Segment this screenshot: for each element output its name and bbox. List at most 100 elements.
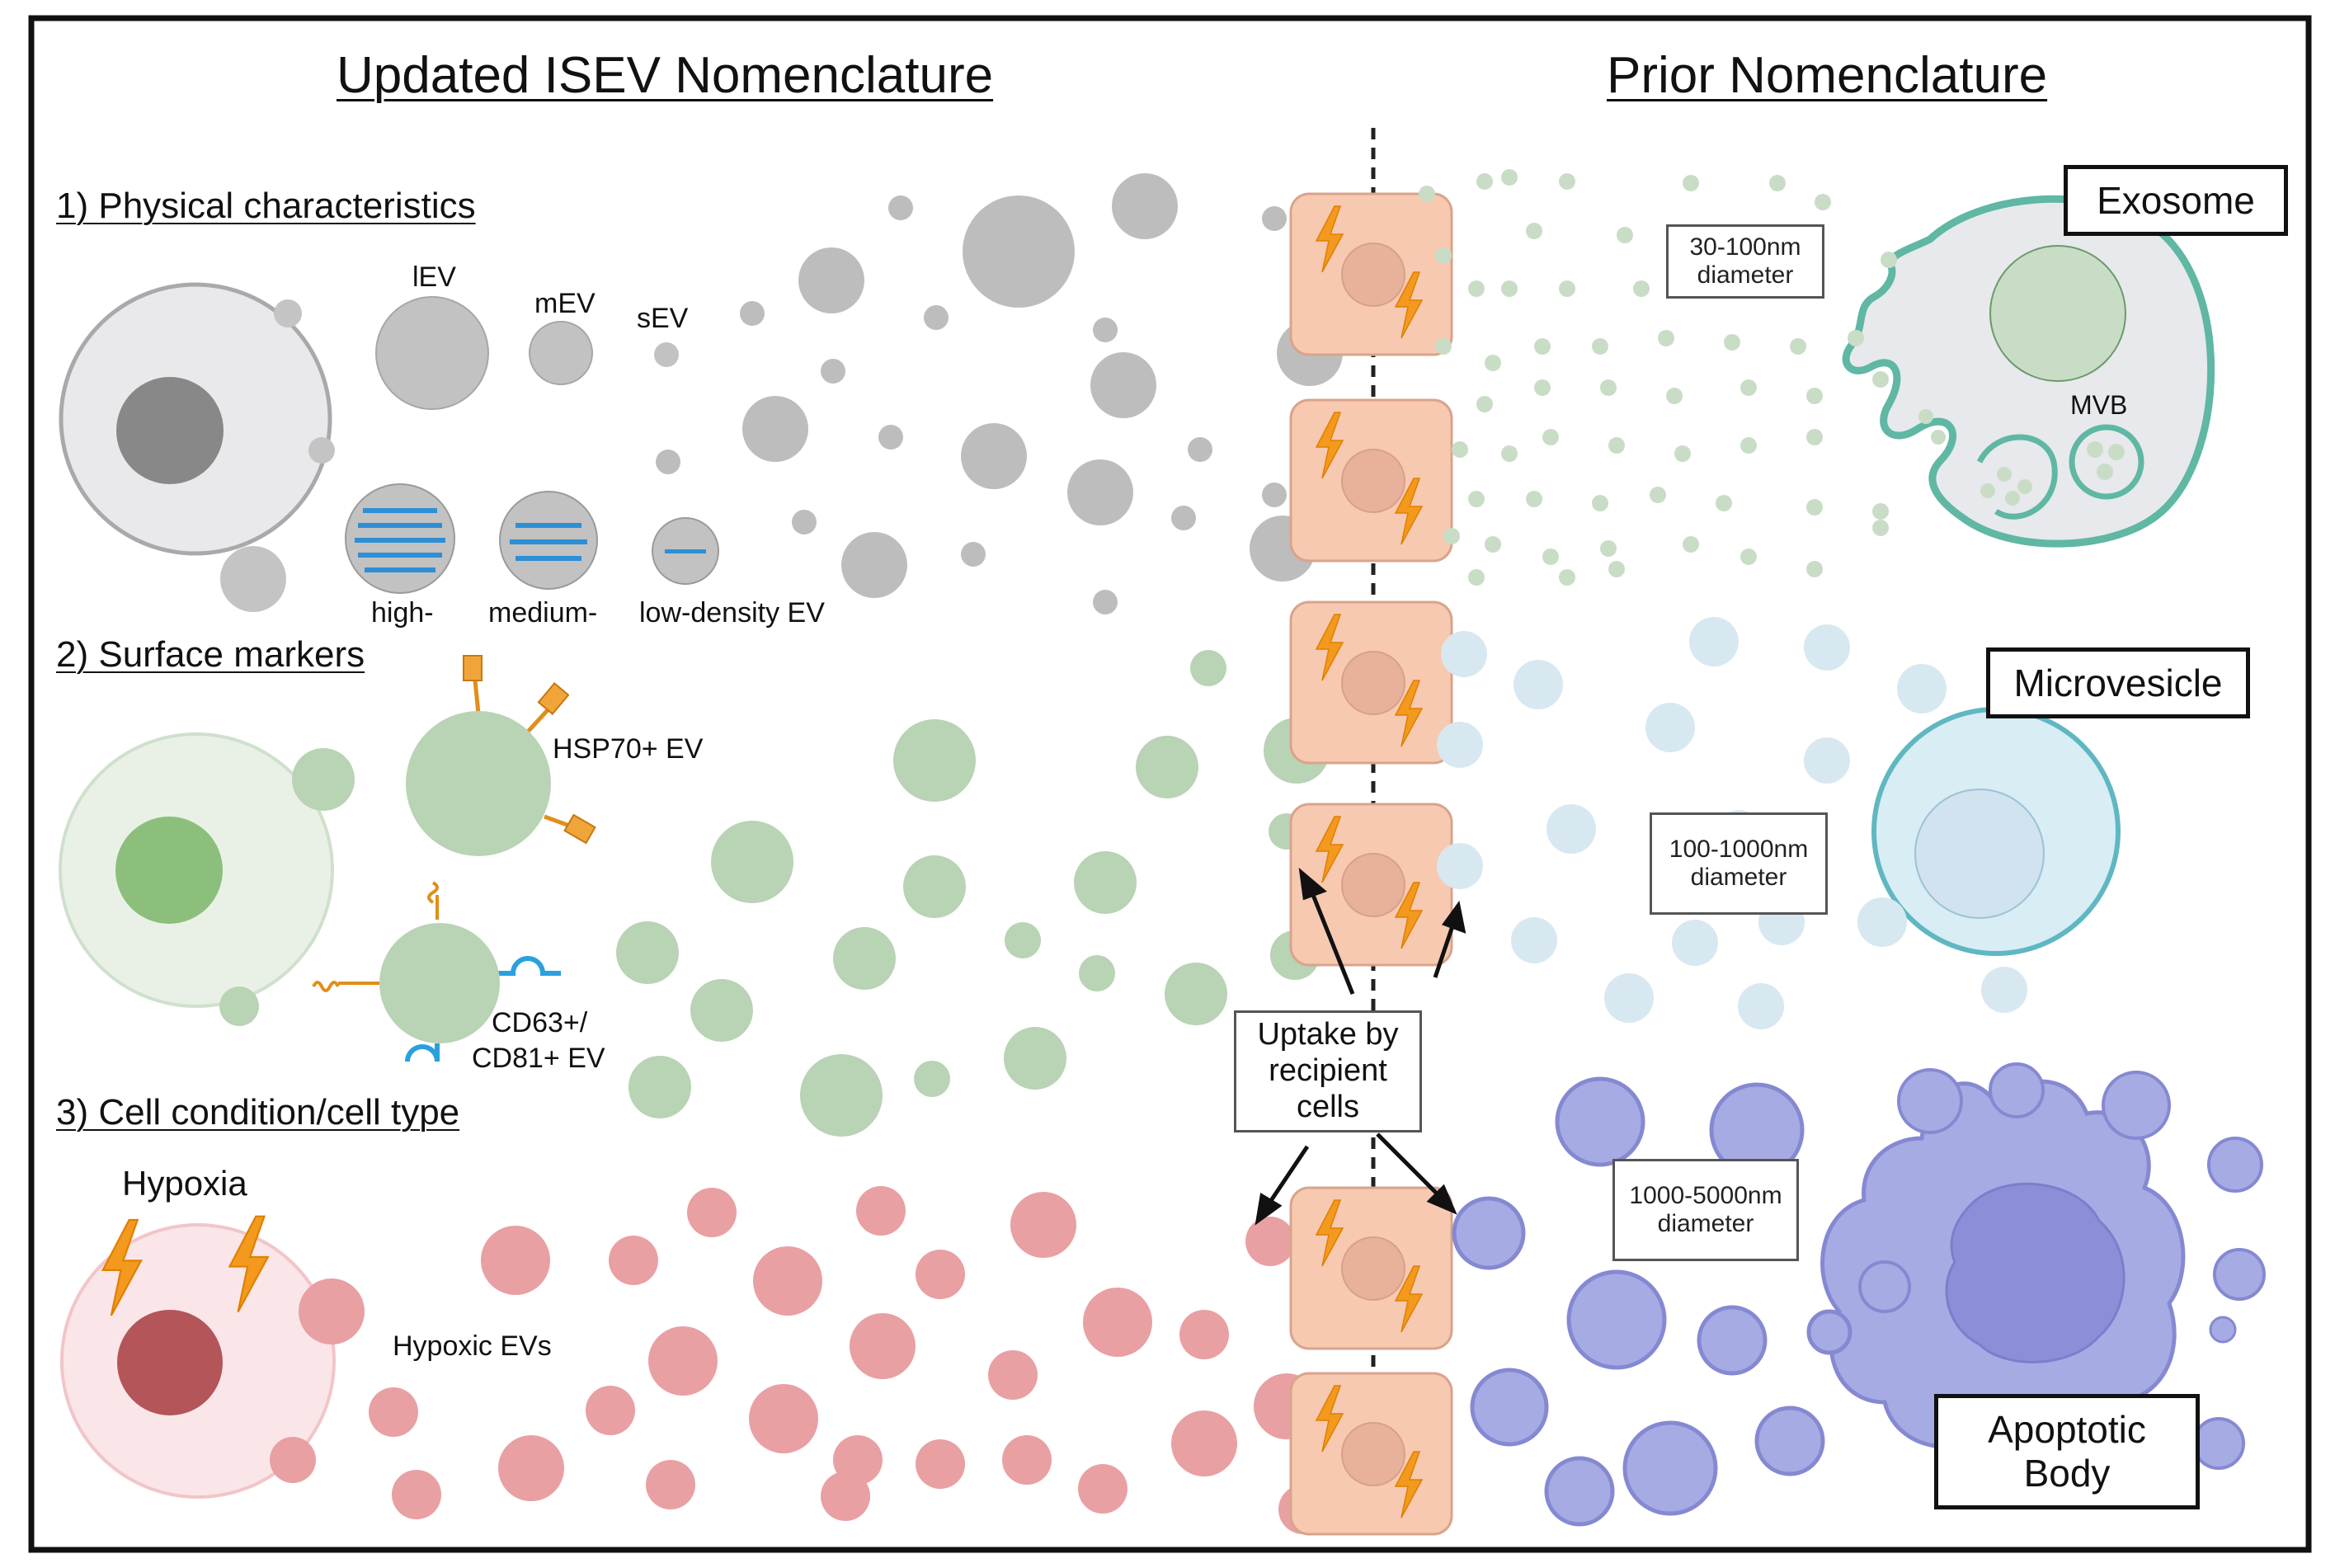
vesicle — [1769, 175, 1786, 191]
vesicle — [1074, 851, 1137, 914]
uptake-arrows — [1255, 867, 1466, 1226]
recipient-nucleus — [1341, 1422, 1405, 1486]
vesicle — [1683, 175, 1699, 191]
vesicle — [916, 1439, 965, 1489]
exosome-ev-scatter — [1419, 169, 1897, 586]
vesicle — [1262, 483, 1287, 507]
vesicle — [1600, 540, 1617, 557]
vesicle — [1437, 843, 1483, 889]
label-mev: mEV — [534, 288, 596, 319]
vesicle — [1566, 1269, 1667, 1370]
vesicle — [988, 1350, 1038, 1400]
vesicle — [1468, 569, 1485, 586]
vesicle — [1470, 1368, 1549, 1447]
vesicle — [963, 195, 1075, 308]
apoptotic-label-line1: Apoptotic — [1988, 1408, 2146, 1452]
vesicle — [1881, 252, 1897, 268]
vesicle — [1511, 917, 1557, 963]
label-cd63: CD63+/ — [492, 1007, 588, 1038]
vesicle — [1067, 459, 1133, 525]
vesicle — [1501, 445, 1518, 462]
vesicle — [742, 396, 808, 462]
vesicle — [961, 542, 986, 567]
apoptotic-size-line2: diameter — [1657, 1210, 1754, 1237]
microvesicle-parent-cell — [1857, 664, 2121, 1013]
vesicle — [1555, 1076, 1645, 1167]
microvesicle-label-box: Microvesicle — [1986, 647, 2250, 718]
vesicle — [916, 1250, 965, 1299]
vesicle — [1815, 194, 1831, 210]
apoptotic-label-box: Apoptotic Body — [1934, 1394, 2200, 1509]
exosome-size-box: 30-100nm diameter — [1666, 224, 1824, 299]
vesicle — [1559, 173, 1575, 190]
vesicle — [1617, 227, 1633, 243]
vesicle — [1806, 1309, 1852, 1355]
vesicle — [392, 1470, 441, 1519]
apoptotic-label-line2: Body — [2023, 1452, 2111, 1495]
vesicle — [1079, 955, 1115, 991]
vesicle — [1435, 338, 1452, 355]
vesicle — [1738, 983, 1784, 1029]
exosome-size-line1: 30-100nm — [1689, 233, 1801, 261]
vesicle — [792, 510, 817, 534]
vesicle — [914, 1061, 950, 1097]
vesicle — [1608, 437, 1625, 454]
vesicle — [1740, 379, 1757, 396]
vesicle — [690, 979, 753, 1042]
vesicle — [1190, 650, 1226, 686]
apoptotic-body — [1820, 1062, 2266, 1470]
vesicle — [1452, 1196, 1526, 1270]
vesicle — [1437, 722, 1483, 768]
vesicle — [1804, 737, 1850, 784]
vesicle — [586, 1386, 635, 1435]
vesicle — [1435, 247, 1452, 264]
vesicle — [1600, 379, 1617, 396]
vesicle — [878, 425, 903, 450]
vesicle — [1005, 922, 1041, 958]
exosome-parent-cell — [1842, 195, 2215, 548]
vesicle — [481, 1226, 550, 1295]
vesicle — [1171, 506, 1196, 530]
section-surface-title: 2) Surface markers — [56, 634, 365, 675]
vesicle — [1689, 617, 1739, 666]
vesicle — [893, 719, 976, 802]
vesicle — [1441, 631, 1487, 677]
vesicle — [1872, 371, 1889, 388]
vesicle — [1633, 280, 1650, 297]
vesicle — [961, 423, 1027, 489]
uptake-line2: recipient — [1269, 1053, 1387, 1089]
vesicle — [1419, 186, 1435, 202]
vesicle — [1093, 318, 1118, 342]
vesicle — [1083, 1288, 1152, 1357]
recipient-nucleus — [1341, 242, 1405, 307]
vesicle — [1468, 491, 1485, 507]
exosome-label-box: Exosome — [2064, 165, 2288, 236]
vesicle — [1544, 1456, 1615, 1527]
microvesicle-size-line2: diameter — [1690, 864, 1787, 891]
vesicle — [1468, 280, 1485, 297]
label-hsp70-ev: HSP70+ EV — [553, 733, 704, 765]
vesicle — [841, 532, 907, 598]
vesicle — [1872, 503, 1889, 520]
vesicle — [749, 1384, 818, 1453]
microvesicle-label: Microvesicle — [2013, 661, 2223, 704]
vesicle — [1262, 206, 1287, 231]
vesicle — [1165, 963, 1227, 1025]
physical-parent-cell — [59, 282, 335, 612]
vesicle — [1542, 549, 1559, 565]
red-ev-scatter — [369, 1186, 1328, 1534]
vesicle — [1754, 1406, 1825, 1476]
vesicle — [1790, 338, 1806, 355]
vesicle — [753, 1246, 822, 1316]
vesicle — [1179, 1310, 1229, 1359]
vesicle — [1806, 388, 1823, 404]
vesicle — [1872, 520, 1889, 536]
vesicle — [1245, 1217, 1295, 1266]
vesicle — [903, 855, 966, 918]
recipient-nucleus — [1341, 449, 1405, 513]
vesicle — [1526, 223, 1542, 239]
vesicle — [628, 1056, 691, 1118]
section-physical-title: 1) Physical characteristics — [56, 186, 476, 226]
vesicle — [1542, 429, 1559, 445]
vesicle — [1452, 441, 1468, 458]
